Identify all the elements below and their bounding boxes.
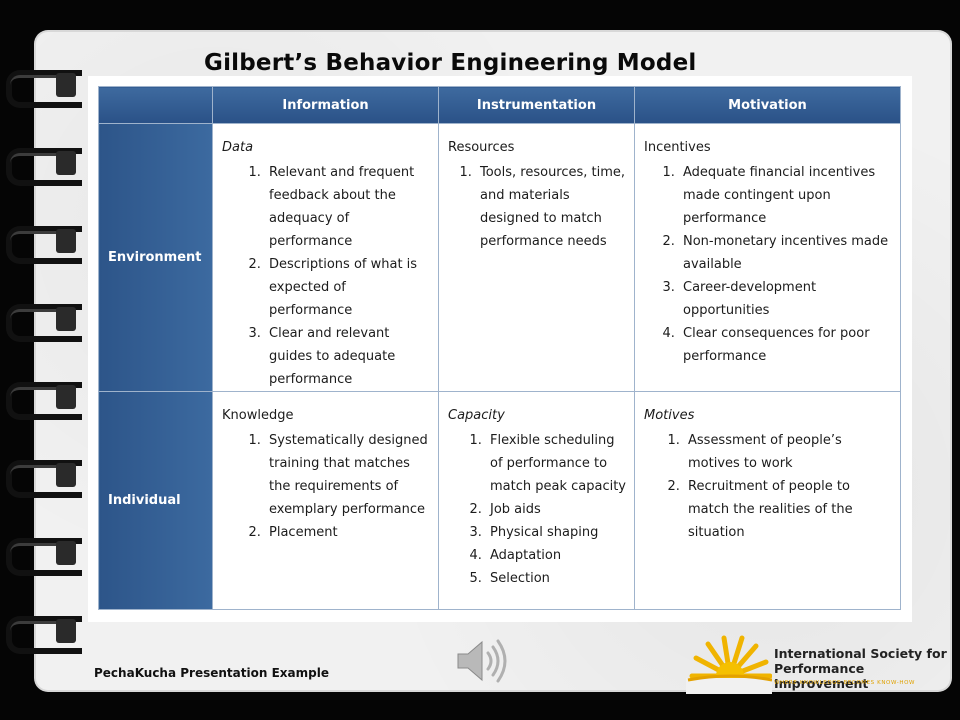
list-item: Placement xyxy=(265,521,432,544)
cell-title: Capacity xyxy=(448,408,505,423)
logo-tagline: WHERE KNOWLEDGE BECOMES KNOW-HOW xyxy=(774,680,916,686)
table-row: Individual Knowledge Systematically desi… xyxy=(98,391,901,610)
binder-ring-icon xyxy=(6,220,82,264)
slide-title: Gilbert’s Behavior Engineering Model xyxy=(204,50,697,76)
table-cell: Incentives Adequate financial incentives… xyxy=(634,123,901,392)
cell-title: Resources xyxy=(448,140,515,155)
binder-ring-icon xyxy=(6,454,82,498)
table-cell: Capacity Flexible scheduling of performa… xyxy=(438,391,635,610)
list-item: Adaptation xyxy=(486,544,628,567)
sunburst-logo-icon xyxy=(686,635,773,694)
cell-title: Motives xyxy=(644,408,695,423)
speaker-icon[interactable] xyxy=(452,632,510,690)
row-header: Individual xyxy=(98,391,213,610)
binder-ring-icon xyxy=(6,64,82,108)
list-item: Relevant and frequent feedback about the… xyxy=(265,161,432,253)
list-item: Career-development opportunities xyxy=(679,276,894,322)
binder-rings xyxy=(0,0,90,720)
binder-ring-icon xyxy=(6,532,82,576)
list-item: Recruitment of people to match the reali… xyxy=(684,475,894,544)
row-header: Environment xyxy=(98,123,213,392)
cell-title: Knowledge xyxy=(222,408,294,423)
list-item: Clear and relevant guides to adequate pe… xyxy=(265,322,432,391)
list-item: Physical shaping xyxy=(486,521,628,544)
binder-ring-icon xyxy=(6,376,82,420)
list-item: Clear consequences for poor performance xyxy=(679,322,894,368)
cell-title: Incentives xyxy=(644,140,711,155)
table-row: Environment Data Relevant and frequent f… xyxy=(98,123,901,392)
list-item: Flexible scheduling of performance to ma… xyxy=(486,429,628,498)
list-item: Non-monetary incentives made available xyxy=(679,230,894,276)
behavior-model-table: Information Instrumentation Motivation E… xyxy=(98,86,901,610)
list-item: Assessment of people’s motives to work xyxy=(684,429,894,475)
footer-caption: PechaKucha Presentation Example xyxy=(94,666,329,680)
list-item: Tools, resources, time, and materials de… xyxy=(476,161,628,253)
binder-ring-icon xyxy=(6,142,82,186)
column-header: Information xyxy=(212,86,439,124)
table-cell: Data Relevant and frequent feedback abou… xyxy=(212,123,439,392)
binder-ring-icon xyxy=(6,298,82,342)
list-item: Job aids xyxy=(486,498,628,521)
table-cell: Resources Tools, resources, time, and ma… xyxy=(438,123,635,392)
list-item: Systematically designed training that ma… xyxy=(265,429,432,521)
table-cell: Knowledge Systematically designed traini… xyxy=(212,391,439,610)
list-item: Descriptions of what is expected of perf… xyxy=(265,253,432,322)
corner-cell xyxy=(98,86,213,124)
behavior-model-table-image: Information Instrumentation Motivation E… xyxy=(88,76,912,622)
table-header-row: Information Instrumentation Motivation xyxy=(98,86,901,124)
binder-ring-icon xyxy=(6,610,82,654)
cell-title: Data xyxy=(222,140,254,155)
list-item: Adequate financial incentives made conti… xyxy=(679,161,894,230)
list-item: Selection xyxy=(486,567,628,590)
table-cell: Motives Assessment of people’s motives t… xyxy=(634,391,901,610)
column-header: Instrumentation xyxy=(438,86,635,124)
column-header: Motivation xyxy=(634,86,901,124)
